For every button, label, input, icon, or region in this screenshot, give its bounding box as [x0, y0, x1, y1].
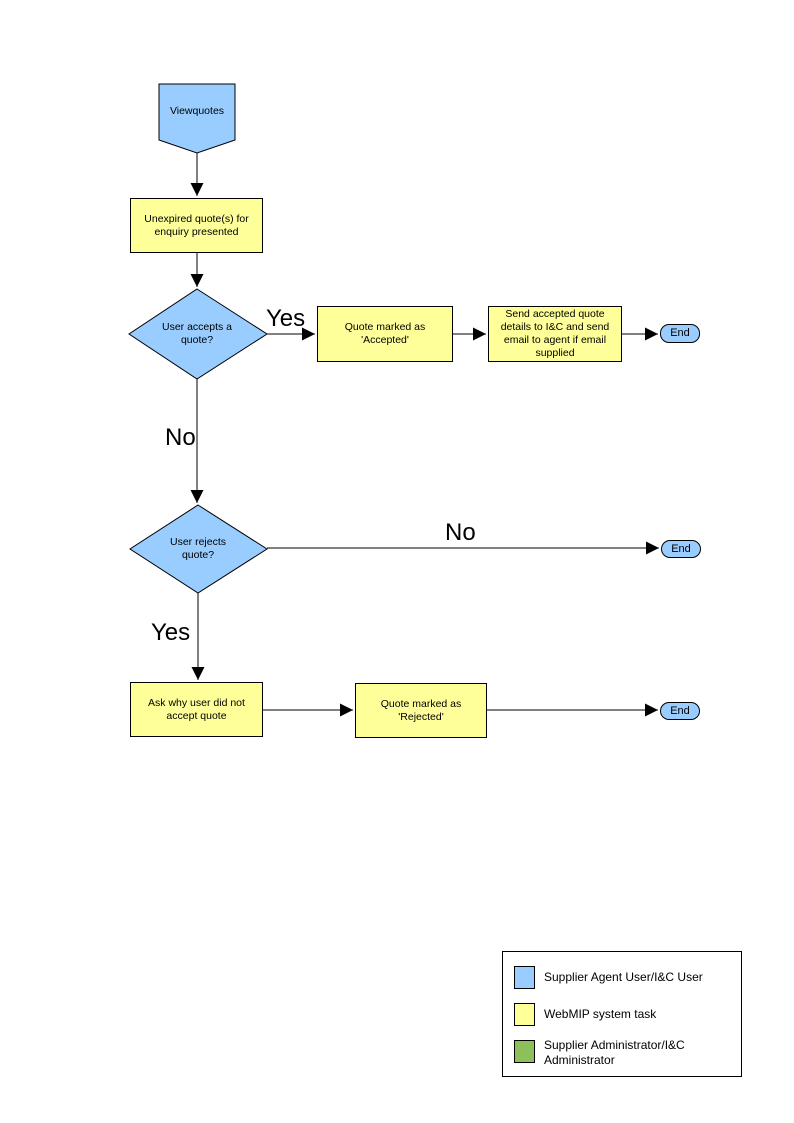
reject-decision-label: User rejects quote?	[169, 536, 226, 561]
edge-label-reject-no: No	[445, 519, 476, 546]
process-ask-why: Ask why user did not accept quote	[130, 682, 263, 737]
start-node-label: Viewquotes	[169, 104, 225, 117]
end-node-not-rejected: End	[661, 540, 701, 558]
process-present-quotes: Unexpired quote(s) for enquiry presented	[130, 198, 263, 253]
edge-label-reject-yes: Yes	[151, 619, 191, 646]
legend-box: Supplier Agent User/I&C User WebMIP syst…	[502, 951, 742, 1077]
edge-label-accept-no: No	[165, 424, 196, 451]
accept-decision-label: User accepts a quote?	[161, 321, 233, 346]
process-send-details: Send accepted quote details to I&C and s…	[488, 306, 622, 362]
legend-label-webmip-task: WebMIP system task	[544, 1007, 657, 1021]
legend-label-supplier-admin: Supplier Administrator/I&C Administrator	[544, 1038, 685, 1067]
process-mark-rejected: Quote marked as 'Rejected'	[355, 683, 487, 738]
end-node-rejected: End	[660, 702, 700, 720]
process-mark-accepted: Quote marked as 'Accepted'	[317, 306, 453, 362]
legend-swatch-blue	[514, 966, 535, 989]
legend-label-supplier-agent: Supplier Agent User/I&C User	[544, 970, 703, 984]
legend-swatch-yellow	[514, 1003, 535, 1026]
start-pentagon-shape	[158, 83, 236, 154]
edge-label-accept-yes: Yes	[266, 305, 306, 332]
end-node-accepted: End	[660, 324, 700, 343]
legend-swatch-green	[514, 1040, 535, 1063]
